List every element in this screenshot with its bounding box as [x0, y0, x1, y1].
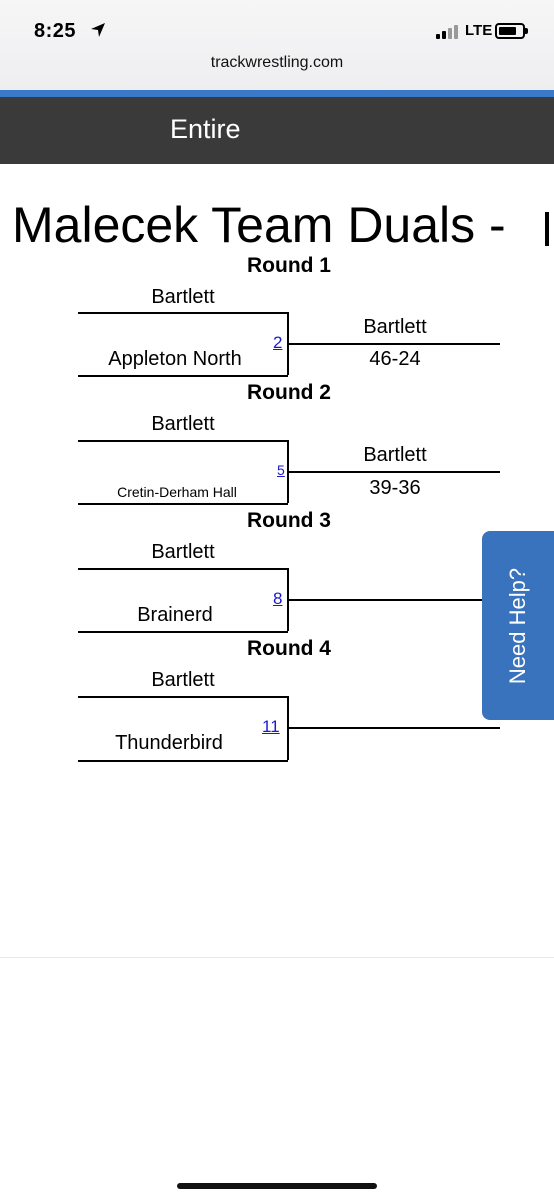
bracket-line	[78, 312, 288, 314]
bracket-top-team: Bartlett	[151, 669, 215, 691]
need-help-tab[interactable]: Need Help?	[482, 531, 554, 720]
winner-team: Bartlett	[363, 444, 427, 466]
signal-bars-icon	[436, 25, 460, 39]
bracket-bottom-team: Thunderbird	[115, 732, 223, 754]
bracket-line	[78, 568, 288, 570]
status-time: 8:25	[34, 20, 77, 42]
bracket-line	[78, 631, 288, 633]
match-number-link[interactable]: 8	[273, 589, 283, 608]
bracket-top-team: Bartlett	[151, 286, 215, 308]
bracket-line	[287, 312, 289, 375]
dual-score: 46-24	[369, 348, 421, 370]
bracket-line	[288, 727, 500, 729]
site-header: Entire	[0, 97, 554, 164]
bracket-bottom-team: Brainerd	[137, 604, 213, 626]
page-title-clipped-char	[545, 212, 549, 246]
page-load-strip	[0, 90, 554, 97]
browser-chrome: 8:25 LTE trackwrestling.com	[0, 0, 554, 92]
bracket-line	[78, 760, 288, 762]
dual-score: 39-36	[369, 477, 421, 499]
match-number-link[interactable]: 11	[262, 717, 280, 736]
footer-divider	[0, 957, 554, 958]
header-title[interactable]: Entire	[170, 114, 241, 144]
bracket-line	[78, 696, 288, 698]
bracket-line	[288, 343, 500, 345]
need-help-label: Need Help?	[505, 567, 530, 685]
bracket-top-team: Bartlett	[151, 413, 215, 435]
bracket-line	[78, 440, 288, 442]
bracket-line	[287, 440, 289, 503]
winner-team: Bartlett	[363, 316, 427, 338]
bracket-line	[78, 375, 288, 377]
bracket-line	[287, 696, 289, 760]
match-number-link[interactable]: 5	[277, 462, 285, 478]
round-label: Round 4	[247, 637, 331, 660]
round-label: Round 2	[247, 381, 331, 404]
bracket-line	[78, 503, 288, 505]
round-label: Round 1	[247, 254, 331, 277]
page-title: Malecek Team Duals -	[12, 197, 506, 253]
bracket-line	[288, 599, 500, 601]
round-label: Round 3	[247, 509, 331, 532]
network-label: LTE	[465, 22, 493, 39]
match-number-link[interactable]: 2	[273, 333, 283, 352]
home-indicator[interactable]	[177, 1183, 377, 1189]
bracket-bottom-team: Cretin-Derham Hall	[117, 484, 237, 500]
bracket-top-team: Bartlett	[151, 541, 215, 563]
location-arrow-icon	[91, 23, 105, 37]
bracket-line	[288, 471, 500, 473]
bracket-bottom-team: Appleton North	[108, 348, 242, 370]
url-bar[interactable]: trackwrestling.com	[210, 54, 344, 71]
battery-icon	[495, 23, 528, 39]
bracket-line	[287, 568, 289, 631]
